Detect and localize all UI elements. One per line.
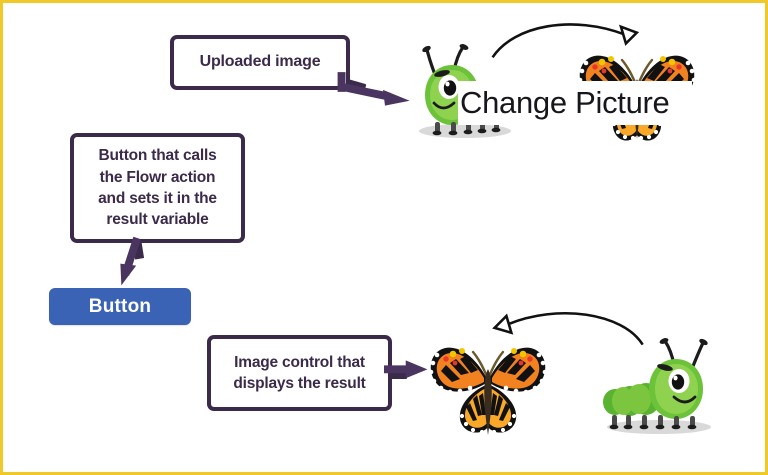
button-description-callout: Button that calls the Flowr action and s… (70, 133, 245, 243)
image-control-callout-label: Image control that displays the result (233, 353, 366, 392)
action-button[interactable]: Button (49, 288, 191, 325)
change-picture-label: Change Picture (458, 81, 692, 125)
image-control-callout: Image control that displays the result (207, 335, 392, 411)
button-description-callout-label: Button that calls the Flowr action and s… (98, 147, 217, 229)
butterfly-icon (428, 347, 548, 435)
uploaded-image-callout-label: Uploaded image (199, 53, 321, 71)
uploaded-image-callout: Uploaded image (170, 35, 350, 90)
image-control-callout-tail (387, 370, 407, 379)
caterpillar-icon (603, 338, 711, 434)
